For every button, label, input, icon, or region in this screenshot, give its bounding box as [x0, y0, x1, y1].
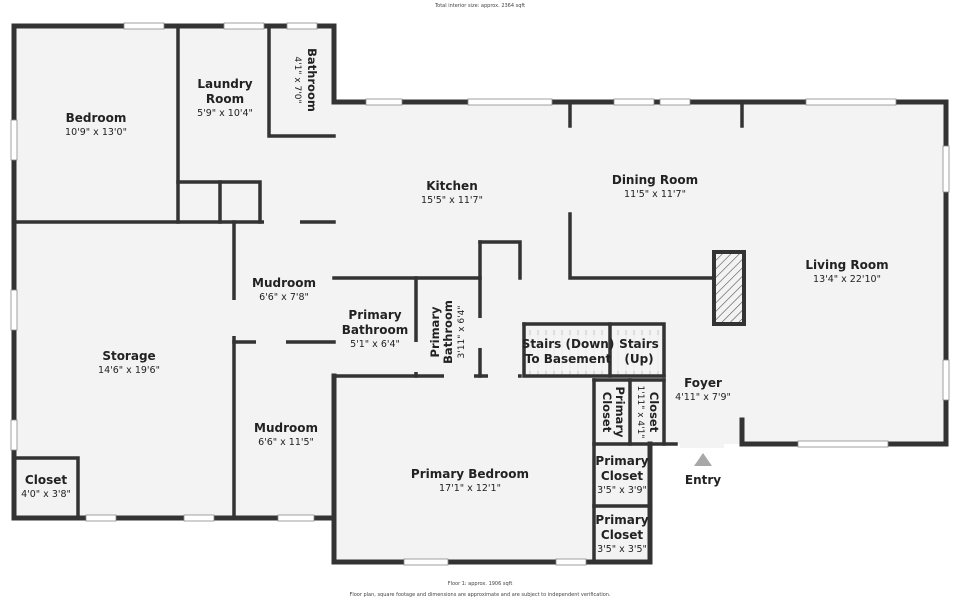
room-kitchen-name: Kitchen — [426, 179, 478, 193]
room-primary-bath-1-name-1: Primary — [348, 308, 401, 322]
room-laundry-name-1: Laundry — [197, 77, 252, 91]
room-laundry: Laundry Room 5'9" x 10'4" — [197, 77, 253, 119]
triangle-up-icon — [694, 453, 712, 466]
room-closet-vertical: Closet 1'11" x 4'1" — [635, 386, 661, 439]
room-storage-dim: 14'6" x 19'6" — [98, 365, 160, 376]
room-living-name: Living Room — [805, 258, 888, 272]
closet-v-name: Closet — [647, 392, 661, 433]
room-mudroom-upper: Mudroom 6'6" x 7'8" — [252, 276, 316, 303]
room-mudroom-lower-dim: 6'6" x 11'5" — [258, 437, 314, 448]
room-primary-bedroom-name: Primary Bedroom — [411, 467, 529, 481]
room-bathroom-name: Bathroom — [305, 48, 319, 112]
room-mudroom-lower-name: Mudroom — [254, 421, 318, 435]
primary-closet-a-dim: 3'5" x 3'9" — [597, 485, 647, 496]
windows — [10, 22, 950, 566]
room-primary-bath-2-dim: 3'11" x 6'4" — [457, 306, 467, 359]
room-living: Living Room 13'4" x 22'10" — [805, 258, 888, 285]
stairs-up-label-1: Stairs — [619, 337, 659, 351]
entry-marker: Entry — [685, 453, 721, 487]
room-primary-bath-2-name-2: Bathroom — [441, 300, 455, 364]
fireplace — [712, 250, 746, 326]
primary-closet-b-dim: 3'5" x 3'5" — [597, 544, 647, 555]
primary-closet-b-name-1: Primary — [595, 513, 648, 527]
room-primary-bath-1-dim: 5'1" x 6'4" — [350, 339, 400, 350]
room-dining-name: Dining Room — [612, 173, 698, 187]
room-kitchen: Kitchen 15'5" x 11'7" — [421, 179, 483, 206]
closet-v-dim: 1'11" x 4'1" — [635, 386, 645, 439]
room-foyer-dim: 4'11" x 7'9" — [675, 392, 731, 403]
primary-closet-v-name-1: Primary — [613, 387, 627, 438]
primary-closet-b-name-2: Closet — [601, 528, 643, 542]
room-foyer: Foyer 4'11" x 7'9" — [675, 376, 731, 403]
room-kitchen-dim: 15'5" x 11'7" — [421, 195, 483, 206]
stairs-up-label-2: (Up) — [624, 352, 653, 366]
stairs-down-label-2: To Basement — [525, 352, 612, 366]
room-laundry-name-2: Room — [206, 92, 244, 106]
walls — [11, 23, 949, 565]
primary-closet-v-name-2: Closet — [600, 392, 614, 433]
room-foyer-name: Foyer — [684, 376, 722, 390]
room-bedroom-dim: 10'9" x 13'0" — [65, 127, 127, 138]
room-dining-dim: 11'5" x 11'7" — [624, 189, 686, 200]
room-closet-name: Closet — [25, 473, 67, 487]
stairs-up: Stairs (Up) — [614, 335, 660, 371]
total-size-note: Total interior size: approx. 2364 sqft — [434, 3, 526, 9]
room-bathroom-dim: 4'1" x 7'0" — [292, 56, 302, 103]
room-primary-bedroom: Primary Bedroom 17'1" x 12'1" — [411, 467, 529, 494]
room-primary-bathroom-2: Primary Bathroom 3'11" x 6'4" — [428, 300, 467, 364]
floor-areas — [14, 26, 946, 562]
room-primary-closet-vertical: Primary Closet — [600, 387, 627, 438]
room-primary-bathroom-1: Primary Bathroom 5'1" x 6'4" — [342, 308, 408, 350]
room-primary-bedroom-dim: 17'1" x 12'1" — [439, 483, 501, 494]
room-primary-closet-b: Primary Closet 3'5" x 3'5" — [595, 513, 648, 555]
primary-closet-a-name-1: Primary — [595, 454, 648, 468]
room-primary-bath-1-name-2: Bathroom — [342, 323, 408, 337]
stairs-down: Stairs (Down) To Basement — [522, 335, 615, 371]
door-openings — [230, 140, 724, 448]
room-bathroom: Bathroom 4'1" x 7'0" — [292, 48, 319, 112]
room-mudroom-upper-name: Mudroom — [252, 276, 316, 290]
room-bedroom-name: Bedroom — [66, 111, 127, 125]
room-mudroom-upper-dim: 6'6" x 7'8" — [259, 292, 309, 303]
room-primary-closet-a: Primary Closet 3'5" x 3'9" — [595, 454, 648, 496]
room-closet: Closet 4'0" x 3'8" — [21, 473, 71, 500]
disclaimer-note: Floor plan, square footage and dimension… — [349, 592, 611, 598]
room-living-dim: 13'4" x 22'10" — [813, 274, 881, 285]
stairs-down-label-1: Stairs (Down) — [522, 337, 615, 351]
room-storage-name: Storage — [102, 349, 155, 363]
room-mudroom-lower: Mudroom 6'6" x 11'5" — [254, 421, 318, 448]
room-dining: Dining Room 11'5" x 11'7" — [612, 173, 698, 200]
room-storage: Storage 14'6" x 19'6" — [98, 349, 160, 376]
floor-size-note: Floor 1: approx. 1906 sqft — [447, 581, 513, 587]
room-primary-bath-2-name-1: Primary — [428, 306, 442, 357]
primary-closet-a-name-2: Closet — [601, 469, 643, 483]
room-closet-dim: 4'0" x 3'8" — [21, 489, 71, 500]
room-bedroom: Bedroom 10'9" x 13'0" — [65, 111, 127, 138]
entry-label: Entry — [685, 473, 721, 487]
room-laundry-dim: 5'9" x 10'4" — [197, 108, 253, 119]
